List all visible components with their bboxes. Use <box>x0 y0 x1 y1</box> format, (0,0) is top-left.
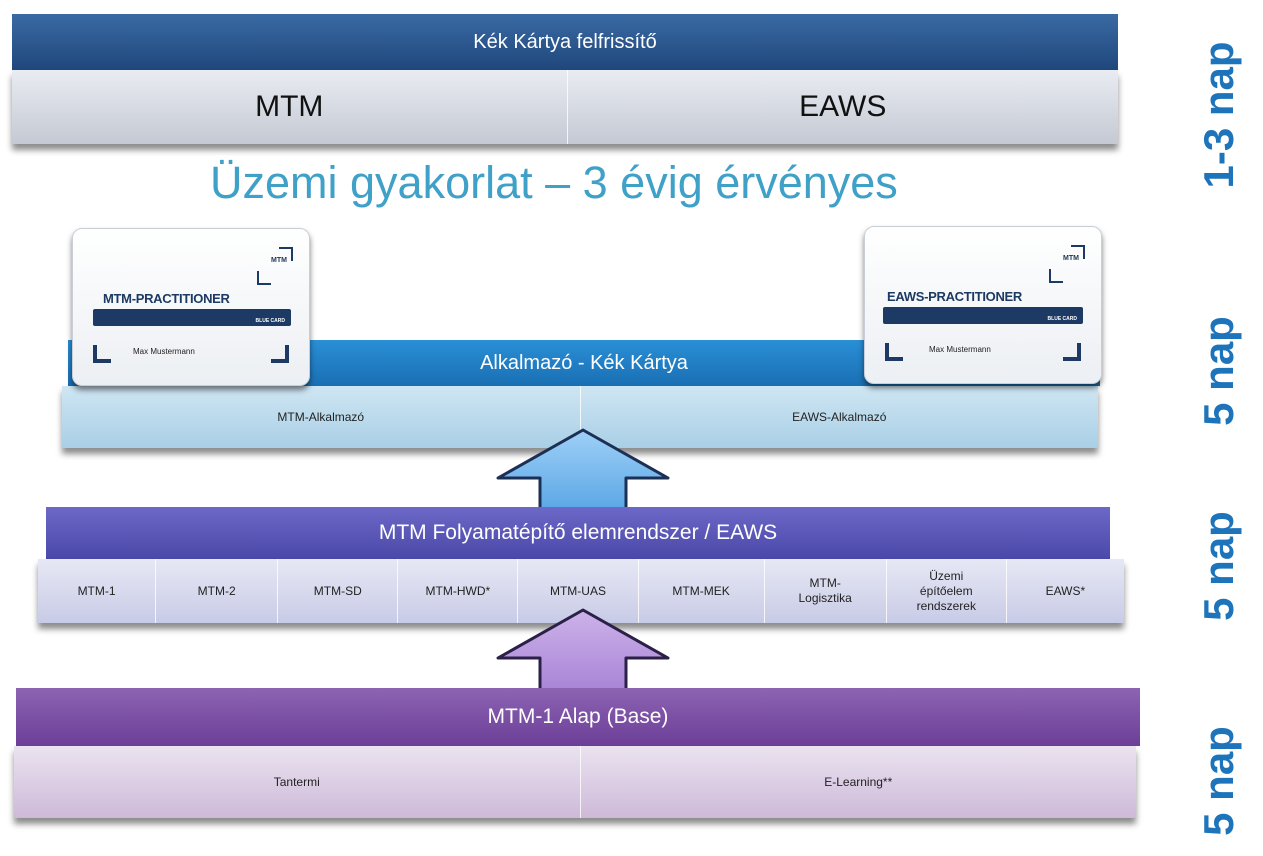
duration-label: 5 nap <box>1195 316 1242 426</box>
applicant-cell-eaws: EAWS-Alkalmazó <box>580 386 1098 448</box>
card-name-bar: BLUE CARD <box>883 307 1083 324</box>
base-title-bar: MTM-1 Alap (Base) <box>16 688 1140 746</box>
card-name-bar: BLUE CARD <box>93 309 291 326</box>
process-title: MTM Folyamatépítő elemrendszer / EAWS <box>378 521 778 544</box>
process-cell: MTM-MEK <box>638 559 765 623</box>
corner-mark-icon <box>1071 245 1085 259</box>
applicant-title: Alkalmazó - Kék Kártya <box>480 351 688 374</box>
duration-label: 5 nap <box>1195 726 1242 836</box>
corner-mark-icon <box>1049 269 1063 283</box>
base-cell-elearning: E-Learning** <box>580 746 1136 818</box>
process-cell: MTM-SD <box>278 559 399 623</box>
card-logo-mtm: MTM <box>1063 255 1079 262</box>
applicant-cell-mtm: MTM-Alkalmazó <box>62 386 581 448</box>
duration-label: 5 nap <box>1195 511 1242 621</box>
card-title: EAWS-PRACTITIONER <box>887 289 1023 304</box>
refresher-title-bar: Kék Kártya felfrissítő <box>12 14 1118 70</box>
refresher-row: MTM EAWS <box>12 70 1118 144</box>
card-person: Max Mustermann <box>133 347 195 356</box>
card-logo-mtm: MTM <box>271 257 287 264</box>
applicant-row: MTM-Alkalmazó EAWS-Alkalmazó <box>62 386 1098 448</box>
base-cell-classroom: Tantermi <box>14 746 581 818</box>
process-cell: MTM-1 <box>38 559 157 623</box>
refresher-cell-eaws: EAWS <box>567 70 1118 144</box>
arrow-up-icon <box>496 608 670 694</box>
base-row: Tantermi E-Learning** <box>14 746 1136 818</box>
corner-mark-icon <box>885 343 903 361</box>
process-cell: Üzemi építőelem rendszerek <box>886 559 1007 623</box>
mtm-practitioner-card: MTM MTM-PRACTITIONER BLUE CARD Max Muste… <box>72 228 310 386</box>
refresher-title: Kék Kártya felfrissítő <box>473 30 657 53</box>
corner-mark-icon <box>93 345 111 363</box>
base-title: MTM-1 Alap (Base) <box>487 705 669 728</box>
process-cell: MTM-2 <box>156 559 279 623</box>
refresher-cell-mtm: MTM <box>12 70 568 144</box>
eaws-practitioner-card: MTM EAWS-PRACTITIONER BLUE CARD Max Must… <box>864 226 1102 384</box>
arrow-up-icon <box>496 428 670 514</box>
corner-mark-icon <box>271 345 289 363</box>
process-cell: MTM-HWD* <box>398 559 519 623</box>
corner-mark-icon <box>1063 343 1081 361</box>
process-cell: MTM- Logisztika <box>764 559 887 623</box>
corner-mark-icon <box>257 271 271 285</box>
card-subtitle: BLUE CARD <box>255 318 285 324</box>
validity-headline: Üzemi gyakorlat – 3 évig érvényes <box>210 157 898 208</box>
corner-mark-icon <box>279 247 293 261</box>
card-title: MTM-PRACTITIONER <box>103 291 230 306</box>
card-person: Max Mustermann <box>929 345 991 354</box>
duration-label: 1-3 nap <box>1195 41 1242 189</box>
process-row: MTM-1 MTM-2 MTM-SD MTM-HWD* MTM-UAS MTM-… <box>38 559 1124 623</box>
process-title-bar: MTM Folyamatépítő elemrendszer / EAWS <box>46 507 1110 559</box>
process-cell: EAWS* <box>1006 559 1124 623</box>
card-subtitle: BLUE CARD <box>1047 316 1077 322</box>
